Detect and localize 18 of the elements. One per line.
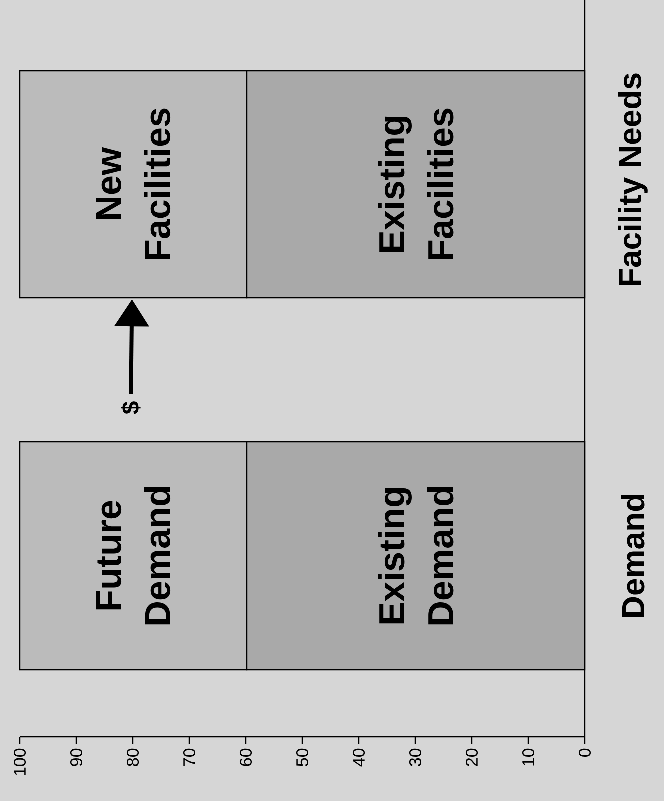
category-label: Demand bbox=[621, 495, 645, 617]
tick-label: 90 bbox=[70, 748, 83, 766]
tick-label: 80 bbox=[126, 748, 140, 766]
bar-segment: Existing Demand bbox=[246, 441, 586, 671]
tick-label: 70 bbox=[183, 748, 196, 766]
tick-label: 40 bbox=[352, 748, 366, 767]
tick-label: 60 bbox=[240, 748, 252, 766]
tick-label: 0 bbox=[578, 748, 592, 757]
bar-segment: Future Demand bbox=[19, 441, 248, 671]
tick-label: 50 bbox=[296, 748, 309, 766]
category-label: Facility Needs bbox=[618, 74, 648, 286]
bar-segment: Existing Facilities bbox=[246, 70, 586, 299]
tick-label: 100 bbox=[14, 748, 26, 776]
bar-segment: New Facilities bbox=[19, 70, 248, 299]
dollar-sign: $ bbox=[121, 402, 141, 414]
tick-label: 30 bbox=[409, 748, 422, 766]
tick-label: 20 bbox=[466, 748, 478, 766]
tick-label: 10 bbox=[522, 748, 535, 766]
